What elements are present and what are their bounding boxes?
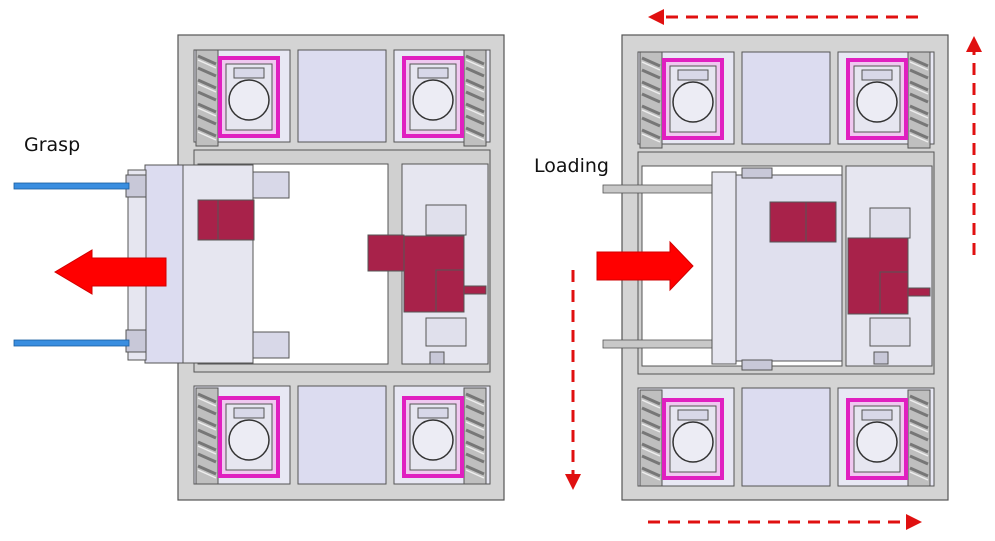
top-compartment-right [637,50,935,150]
dashed-arrow-up-icon [966,36,982,255]
loading-robot [596,34,949,501]
motor-unit [662,58,724,140]
mecanum-wheel-icon [906,388,932,488]
motor-unit [846,398,908,480]
motor-unit [846,58,908,140]
motor-unit [218,396,280,478]
lift-mechanism-left [367,163,489,365]
loading-label: Loading [534,155,609,177]
red-arrow-left-icon [54,249,167,295]
top-compartment-left [193,48,491,148]
mecanum-wheel-icon [462,48,488,148]
bottom-compartment-right [637,387,935,488]
mecanum-wheel-icon [462,386,488,486]
motor-unit [662,398,724,480]
motor-unit [402,396,464,478]
lift-mechanism-right [845,165,933,367]
mecanum-wheel-icon [194,386,220,486]
mecanum-wheel-icon [638,388,664,488]
mecanum-wheel-icon [906,50,932,150]
gripper-assembly-retracted [711,167,843,371]
mecanum-wheel-icon [194,48,220,148]
dashed-arrow-right-icon [648,514,922,530]
red-arrow-right-icon [596,240,694,292]
motor-unit [402,56,464,138]
bottom-compartment-left [193,385,491,486]
dashed-arrow-left-icon [648,9,918,25]
dashed-arrow-down-icon [565,270,581,490]
motor-unit [218,56,280,138]
grasp-label: Grasp [24,134,81,156]
mecanum-wheel-icon [638,50,664,150]
grasp-robot [13,34,505,501]
